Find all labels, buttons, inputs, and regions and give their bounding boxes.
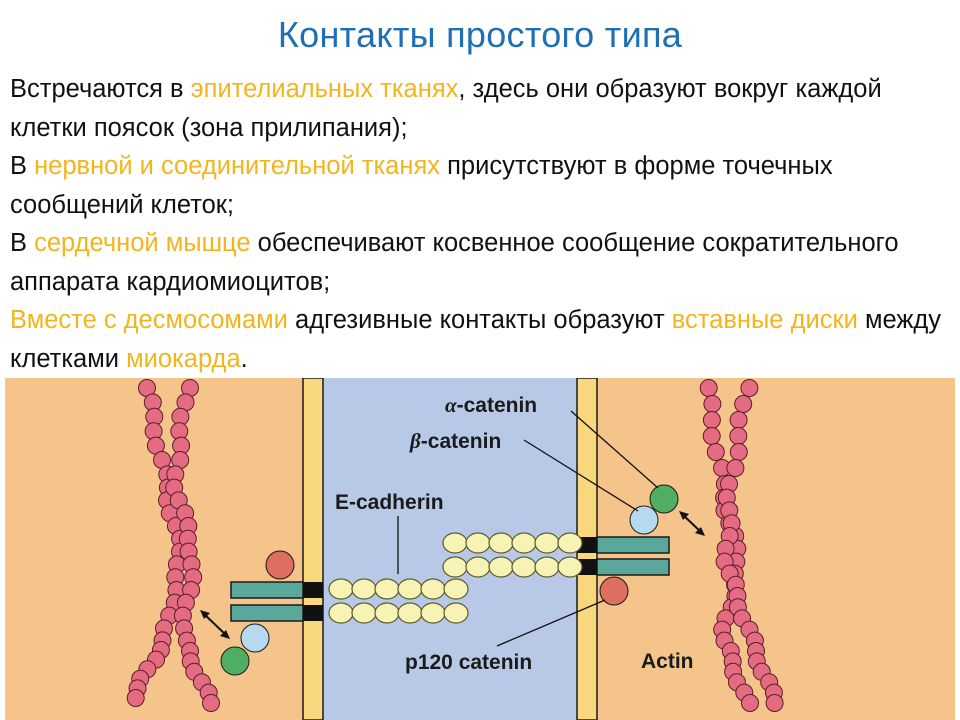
actin-filament-left xyxy=(126,379,220,712)
actin-bead xyxy=(729,411,748,429)
page-title: Контакты простого типа xyxy=(277,14,683,55)
paragraph: Вместе с десмосомами адгезивные контакты… xyxy=(10,301,955,378)
cadherin-bead xyxy=(351,578,377,600)
anchor-block xyxy=(303,605,323,621)
paragraph: В сердечной мышце обеспечивают косвенное… xyxy=(10,224,955,301)
actin-bead xyxy=(202,694,220,712)
actin-bead xyxy=(726,459,745,477)
actin-bead xyxy=(703,395,722,413)
cadherin-bead xyxy=(420,602,446,624)
anchor-block xyxy=(577,559,597,575)
highlighted-term: вставные диски xyxy=(671,306,858,334)
cadherin-bead xyxy=(465,556,491,578)
cadherin-bead xyxy=(488,556,514,578)
cadherin-bead xyxy=(557,556,583,578)
text-segment: между клетками xyxy=(10,306,942,373)
body-text: Встречаются в эпителиальных тканях, здес… xyxy=(10,70,955,378)
e-cadherin-chain xyxy=(328,532,583,624)
actin-bead xyxy=(734,395,753,413)
cadherin-bead xyxy=(534,532,560,554)
actin-bead xyxy=(741,694,759,712)
cadherin-tail-right-upper xyxy=(596,536,670,554)
actin-bead xyxy=(729,443,748,461)
membrane-left xyxy=(302,378,324,720)
cadherin-bead xyxy=(443,602,469,624)
cadherin-bead xyxy=(374,578,400,600)
cadherin-bead xyxy=(397,602,423,624)
text-segment: присутствуют в форме точечных сообщений … xyxy=(10,152,833,219)
cadherin-bead xyxy=(442,556,468,578)
cadherin-bead xyxy=(328,602,354,624)
text-segment: обеспечивают косвенное сообщение сократи… xyxy=(10,229,899,296)
beta-catenin-label: β-catenin xyxy=(409,429,501,453)
paragraph: В нервной и соединительной тканях присут… xyxy=(10,147,955,224)
actin-bead xyxy=(702,427,721,445)
text-segment: В xyxy=(10,152,35,180)
cadherin-bead xyxy=(511,532,537,554)
actin-bead xyxy=(699,379,718,397)
alpha-catenin-right xyxy=(649,484,679,514)
alpha-catenin-label: α-catenin xyxy=(445,393,537,417)
beta-catenin-left xyxy=(240,623,270,653)
cadherin-bead xyxy=(374,602,400,624)
leader-line xyxy=(496,599,606,647)
paragraph: Встречаются в эпителиальных тканях, здес… xyxy=(10,70,955,147)
actin-bead xyxy=(702,411,721,429)
cadherin-bead xyxy=(351,602,377,624)
cadherin-bead xyxy=(511,556,537,578)
cadherin-bead xyxy=(465,532,491,554)
highlighted-term: сердечной мышце xyxy=(34,229,251,257)
cadherin-bead xyxy=(442,532,468,554)
cadherin-tail-left-lower xyxy=(230,604,304,622)
cadherin-bead xyxy=(420,578,446,600)
actin-label: Actin xyxy=(641,650,694,673)
cadherin-bead xyxy=(557,532,583,554)
cadherin-tail-left-upper xyxy=(230,581,304,599)
p120-catenin-label: p120 catenin xyxy=(405,651,532,674)
actin-bead xyxy=(126,689,145,707)
highlighted-term: Вместе с десмосомами xyxy=(10,306,288,334)
p120-catenin-right xyxy=(599,576,629,606)
leader-line xyxy=(523,439,639,512)
actin-bead xyxy=(706,443,725,461)
anchor-block xyxy=(303,582,323,598)
beta-catenin-right xyxy=(629,505,659,535)
highlighted-term: нервной и соединительной тканях xyxy=(34,152,441,180)
text-segment: . xyxy=(240,344,248,373)
double-arrow-icon xyxy=(200,610,230,639)
highlighted-term: миокарда xyxy=(126,344,241,373)
cadherin-bead xyxy=(443,578,469,600)
actin-filament-right xyxy=(699,379,784,712)
cadherin-bead xyxy=(488,532,514,554)
cadherin-tail-right-lower xyxy=(596,558,670,576)
leader-line xyxy=(570,410,659,489)
cadherin-bead xyxy=(328,578,354,600)
adherens-junction-diagram: α-catenin β-catenin E-cadherin p120 cate… xyxy=(5,378,955,720)
alpha-catenin-left xyxy=(220,646,250,676)
text-segment: Встречаются в xyxy=(10,75,191,103)
e-cadherin-label: E-cadherin xyxy=(335,491,444,514)
double-arrow-icon xyxy=(679,511,705,536)
actin-bead xyxy=(729,427,748,445)
cadherin-bead xyxy=(534,556,560,578)
cadherin-bead xyxy=(397,578,423,600)
text-segment: В xyxy=(10,229,35,257)
p120-catenin-left xyxy=(265,550,295,580)
text-segment: , здесь они образуют вокруг каждой клетк… xyxy=(10,75,882,142)
text-segment: адгезивные контакты образуют xyxy=(287,306,672,334)
actin-bead xyxy=(740,379,759,397)
actin-bead xyxy=(765,694,784,712)
highlighted-term: эпителиальных тканях xyxy=(190,75,459,103)
